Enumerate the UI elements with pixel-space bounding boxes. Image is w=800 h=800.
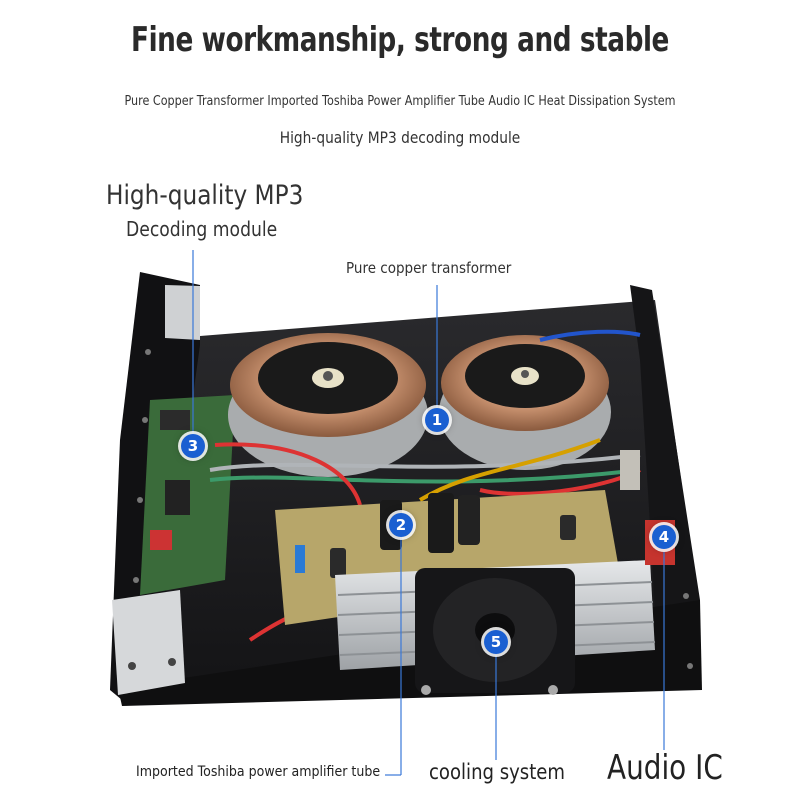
label-mp3-module-line2: Decoding module [126,217,278,241]
label-toshiba-tube: Imported Toshiba power amplifier tube [136,764,381,780]
label-audio-ic: Audio IC [607,748,723,788]
label-mp3-module-line1: High-quality MP3 [106,180,304,211]
feature-subtitle-2: High-quality MP3 decoding module [279,128,521,147]
copper-transformer-left [228,333,428,477]
page-title: Fine workmanship, strong and stable [131,20,669,60]
label-cooling-system: cooling system [429,760,566,784]
badge-3: 3 [181,434,205,458]
badge-4: 4 [652,525,676,549]
mp3-decoding-board [140,395,235,595]
badge-5: 5 [484,630,508,654]
label-transformer: Pure copper transformer [346,259,512,277]
copper-transformer-right [439,335,611,470]
wiring [209,329,641,642]
feature-subtitle: Pure Copper Transformer Imported Toshiba… [124,94,676,109]
leader-lines [192,250,665,776]
badge-1: 1 [425,408,449,432]
mounting-bracket [112,285,200,695]
badge-2: 2 [389,513,413,537]
